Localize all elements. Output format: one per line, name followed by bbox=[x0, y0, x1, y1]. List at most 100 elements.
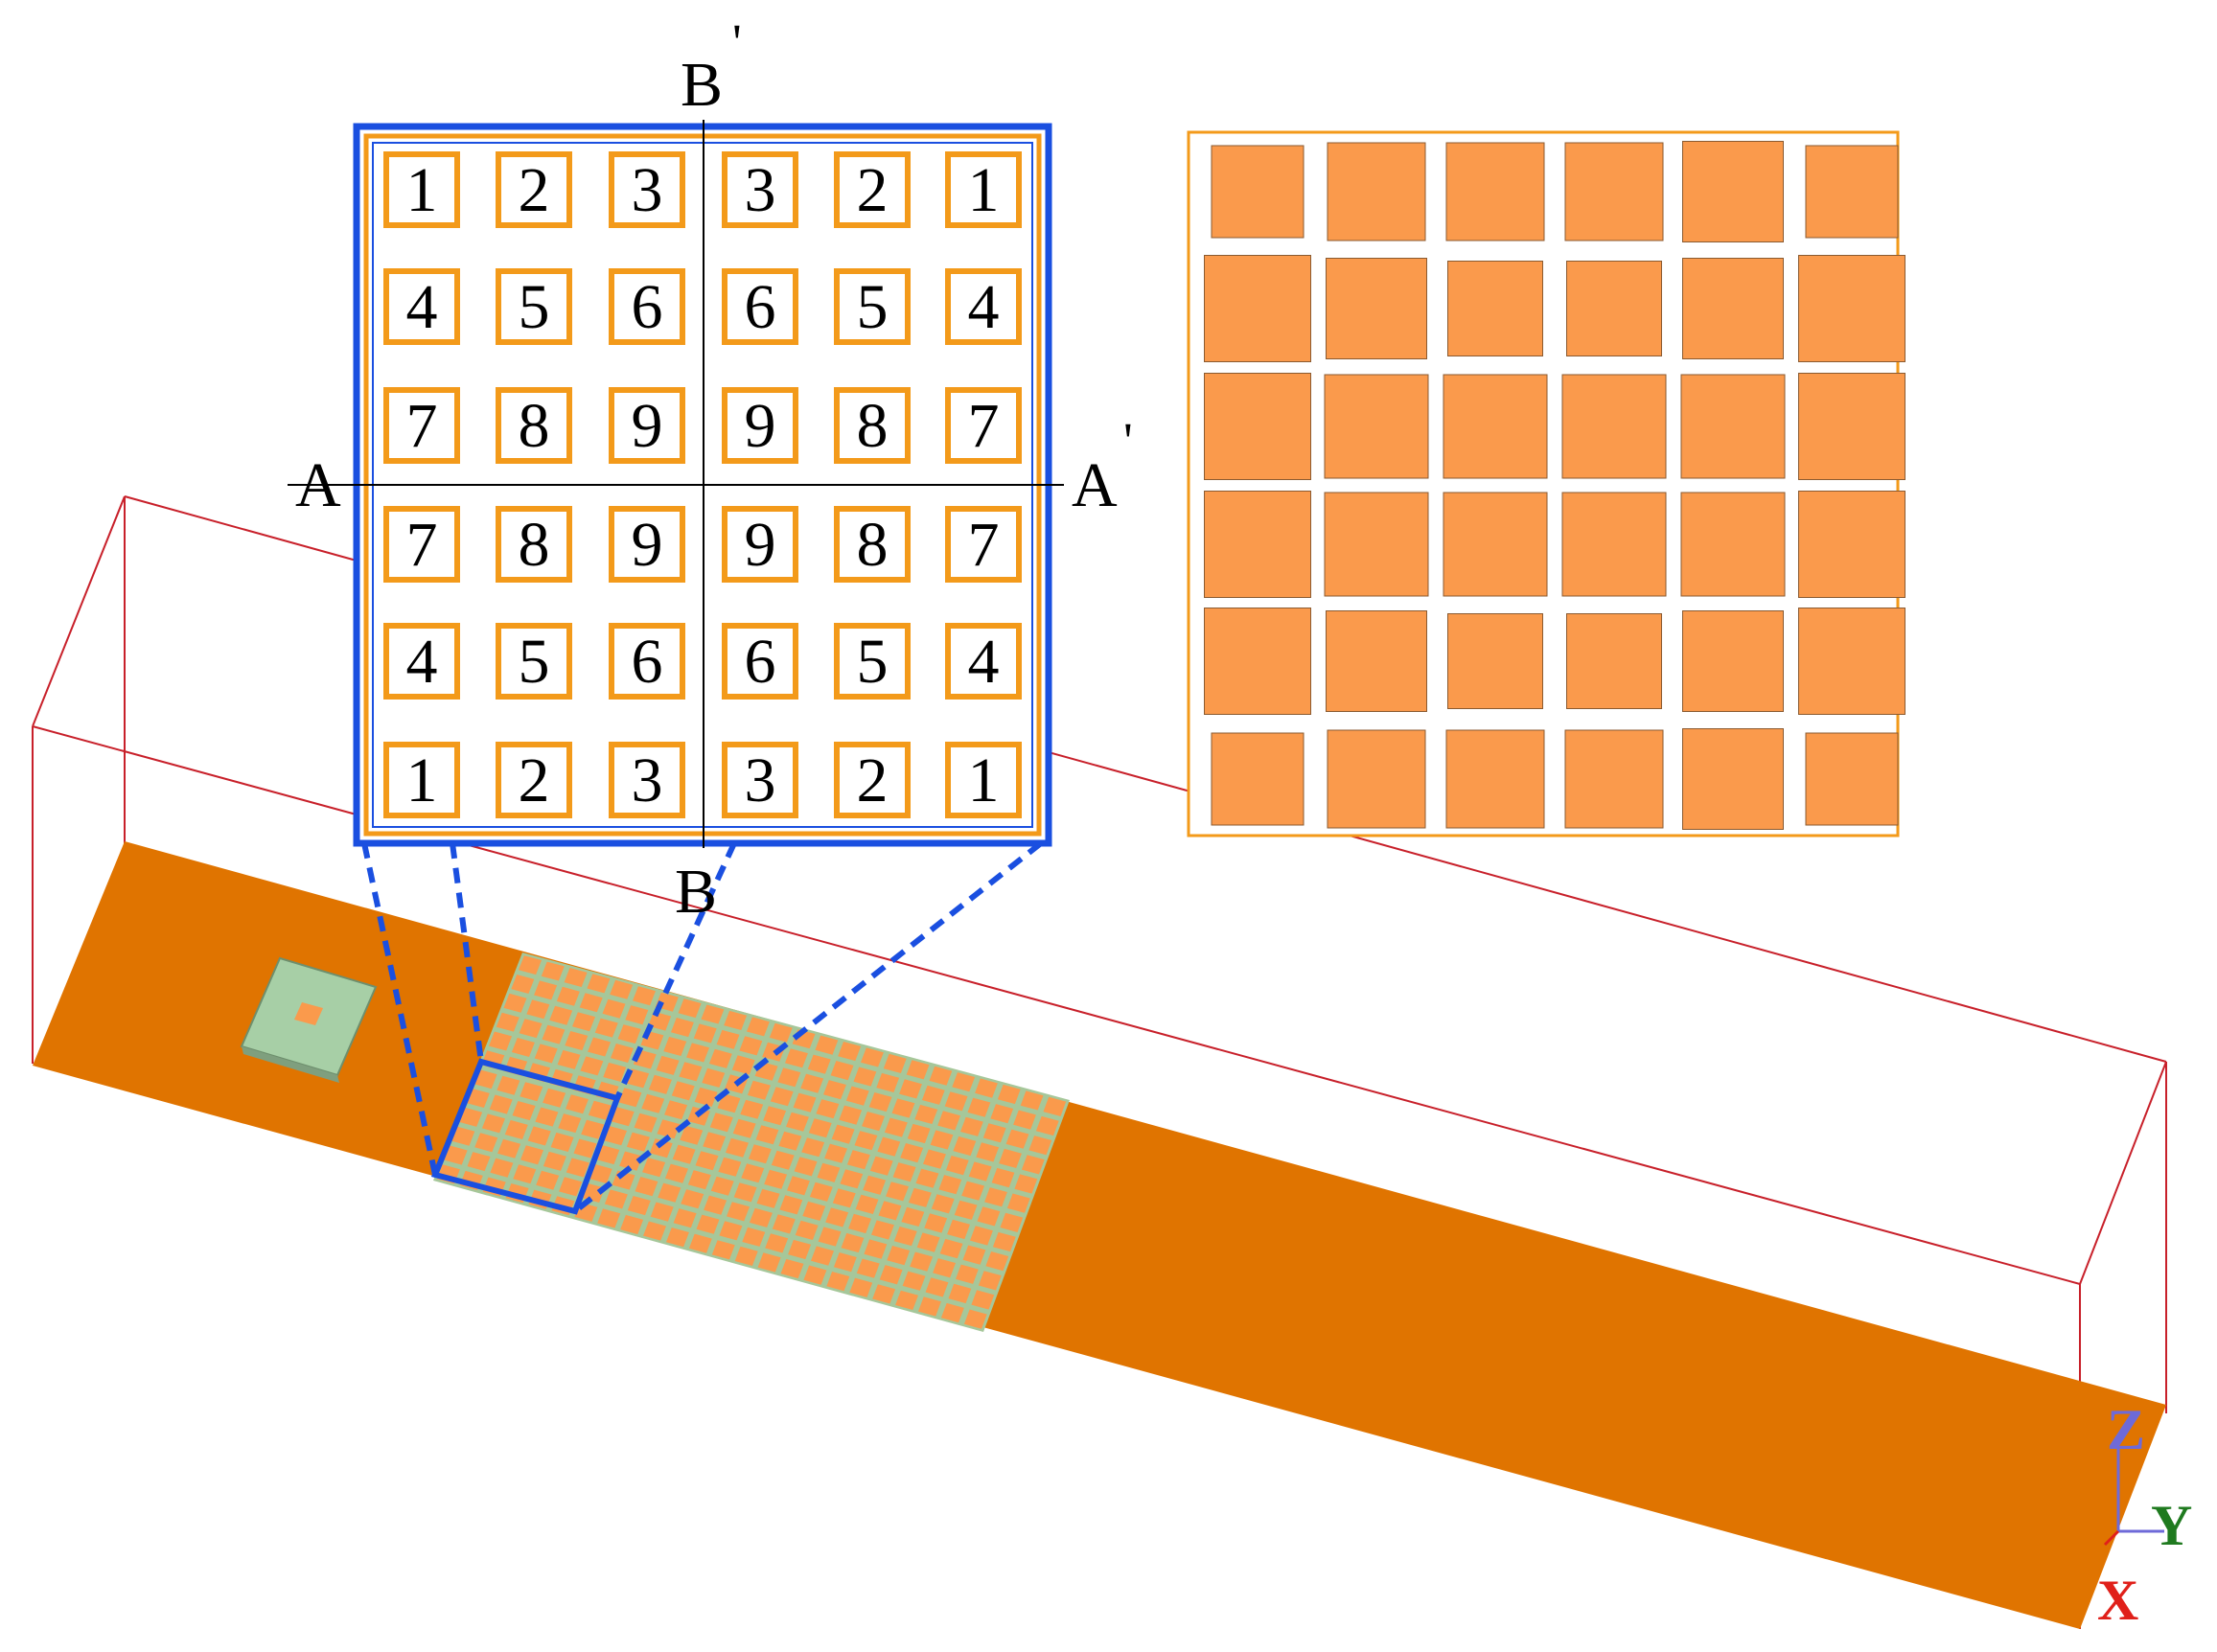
array-patch bbox=[558, 1113, 582, 1134]
unit-cell-box bbox=[722, 387, 798, 464]
unit-cell-number: 9 bbox=[745, 391, 776, 461]
array-patch bbox=[923, 1149, 946, 1169]
array-patch bbox=[703, 1132, 727, 1152]
array-patch bbox=[671, 1081, 695, 1101]
unit-cell-box bbox=[609, 268, 685, 345]
array-patch bbox=[497, 1075, 520, 1095]
unit-cell-number: 2 bbox=[519, 155, 550, 225]
array-patch bbox=[938, 1175, 962, 1195]
array-patch bbox=[1020, 1090, 1044, 1111]
prime-mark-b: ' bbox=[732, 13, 742, 71]
unit-cell: 5 bbox=[496, 268, 572, 345]
array-patch bbox=[763, 1106, 787, 1126]
feed-element bbox=[240, 956, 378, 1083]
array-patch bbox=[519, 955, 542, 975]
array-patch bbox=[777, 1067, 801, 1088]
array-patch bbox=[956, 1264, 979, 1284]
unit-cell-box bbox=[945, 742, 1022, 818]
patch bbox=[1566, 613, 1662, 709]
array-patch bbox=[808, 1118, 832, 1138]
array-patch bbox=[693, 1023, 717, 1044]
array-patch bbox=[840, 1169, 864, 1189]
array-patch bbox=[978, 1271, 1002, 1291]
array-patch bbox=[535, 1107, 559, 1127]
array-patch bbox=[929, 1066, 953, 1086]
array-patch bbox=[856, 1258, 880, 1278]
unit-cell-box bbox=[496, 268, 572, 345]
array-patch bbox=[444, 1145, 468, 1165]
unit-cell-number: 9 bbox=[632, 510, 663, 580]
array-patch bbox=[650, 1202, 674, 1222]
array-patch bbox=[841, 1232, 865, 1253]
array-patch bbox=[459, 1107, 483, 1127]
array-patch bbox=[619, 1151, 643, 1171]
array-patch bbox=[611, 1044, 634, 1063]
array-patch bbox=[794, 1157, 818, 1177]
array-patch bbox=[757, 1252, 781, 1273]
unit-cell-box bbox=[496, 151, 572, 228]
unit-cell-number: 8 bbox=[519, 391, 550, 461]
unit-cell-box bbox=[383, 387, 460, 464]
array-patch bbox=[815, 1035, 839, 1055]
array-patch bbox=[541, 961, 565, 981]
array-patch bbox=[604, 1126, 627, 1146]
array-patch bbox=[649, 1138, 673, 1159]
array-patch bbox=[1000, 1212, 1024, 1232]
array-patch bbox=[747, 1080, 771, 1100]
unit-cell-number: 6 bbox=[632, 627, 663, 697]
label-b-bottom: B bbox=[675, 857, 717, 927]
unit-cell-number: 6 bbox=[745, 627, 776, 697]
array-patch bbox=[780, 1258, 804, 1279]
array-patch bbox=[620, 1214, 644, 1235]
array-patch bbox=[572, 1012, 595, 1032]
array-patch bbox=[778, 1131, 802, 1151]
array-patch bbox=[512, 1101, 536, 1121]
unit-cell: 4 bbox=[383, 268, 460, 345]
array-patch bbox=[451, 1126, 475, 1146]
array-patch bbox=[977, 1206, 1001, 1227]
array-patch bbox=[657, 1119, 681, 1139]
array-patch bbox=[809, 1182, 833, 1202]
array-patch bbox=[534, 980, 558, 1000]
unit-cell: 1 bbox=[945, 151, 1022, 228]
array-patch bbox=[717, 1093, 741, 1113]
array-patch bbox=[580, 1056, 604, 1076]
unit-cell: 5 bbox=[834, 623, 911, 700]
unit-cell-box bbox=[496, 742, 572, 818]
array-patch bbox=[741, 1163, 765, 1183]
array-patch bbox=[816, 1099, 840, 1119]
array-patch bbox=[907, 1123, 931, 1144]
unit-cell-number: 3 bbox=[632, 746, 663, 815]
array-patch bbox=[823, 1080, 846, 1100]
array-patch bbox=[626, 1068, 650, 1089]
unit-cell-number: 4 bbox=[406, 272, 438, 342]
array-patch bbox=[747, 1017, 770, 1037]
array-patch bbox=[702, 1067, 726, 1088]
array-patch bbox=[817, 1162, 841, 1182]
array-patch bbox=[830, 1061, 854, 1081]
unit-cell-box bbox=[496, 623, 572, 700]
array-patch bbox=[711, 1240, 735, 1260]
array-patch bbox=[726, 1137, 749, 1158]
array-patch bbox=[807, 1054, 831, 1074]
array-patch bbox=[818, 1227, 842, 1247]
array-patch bbox=[566, 1158, 589, 1178]
array-patch bbox=[910, 1251, 934, 1272]
unit-cell-box bbox=[834, 742, 911, 818]
array-patch bbox=[992, 1231, 1016, 1252]
array-patch bbox=[526, 999, 550, 1020]
array-patch bbox=[597, 1208, 621, 1228]
array-patch bbox=[952, 1072, 976, 1092]
array-patch bbox=[839, 1105, 863, 1125]
array-patch bbox=[611, 1107, 635, 1127]
unit-cell: 3 bbox=[609, 742, 685, 818]
array-patch bbox=[800, 1073, 824, 1093]
array-patch bbox=[864, 1239, 888, 1259]
unit-cell: 6 bbox=[722, 268, 798, 345]
array-patch bbox=[719, 1221, 743, 1241]
unit-cell-box bbox=[834, 151, 911, 228]
unit-cell-number: 8 bbox=[519, 510, 550, 580]
array-patch bbox=[833, 1252, 857, 1273]
unit-cell-box bbox=[609, 387, 685, 464]
unit-cell-number: 5 bbox=[519, 272, 550, 342]
